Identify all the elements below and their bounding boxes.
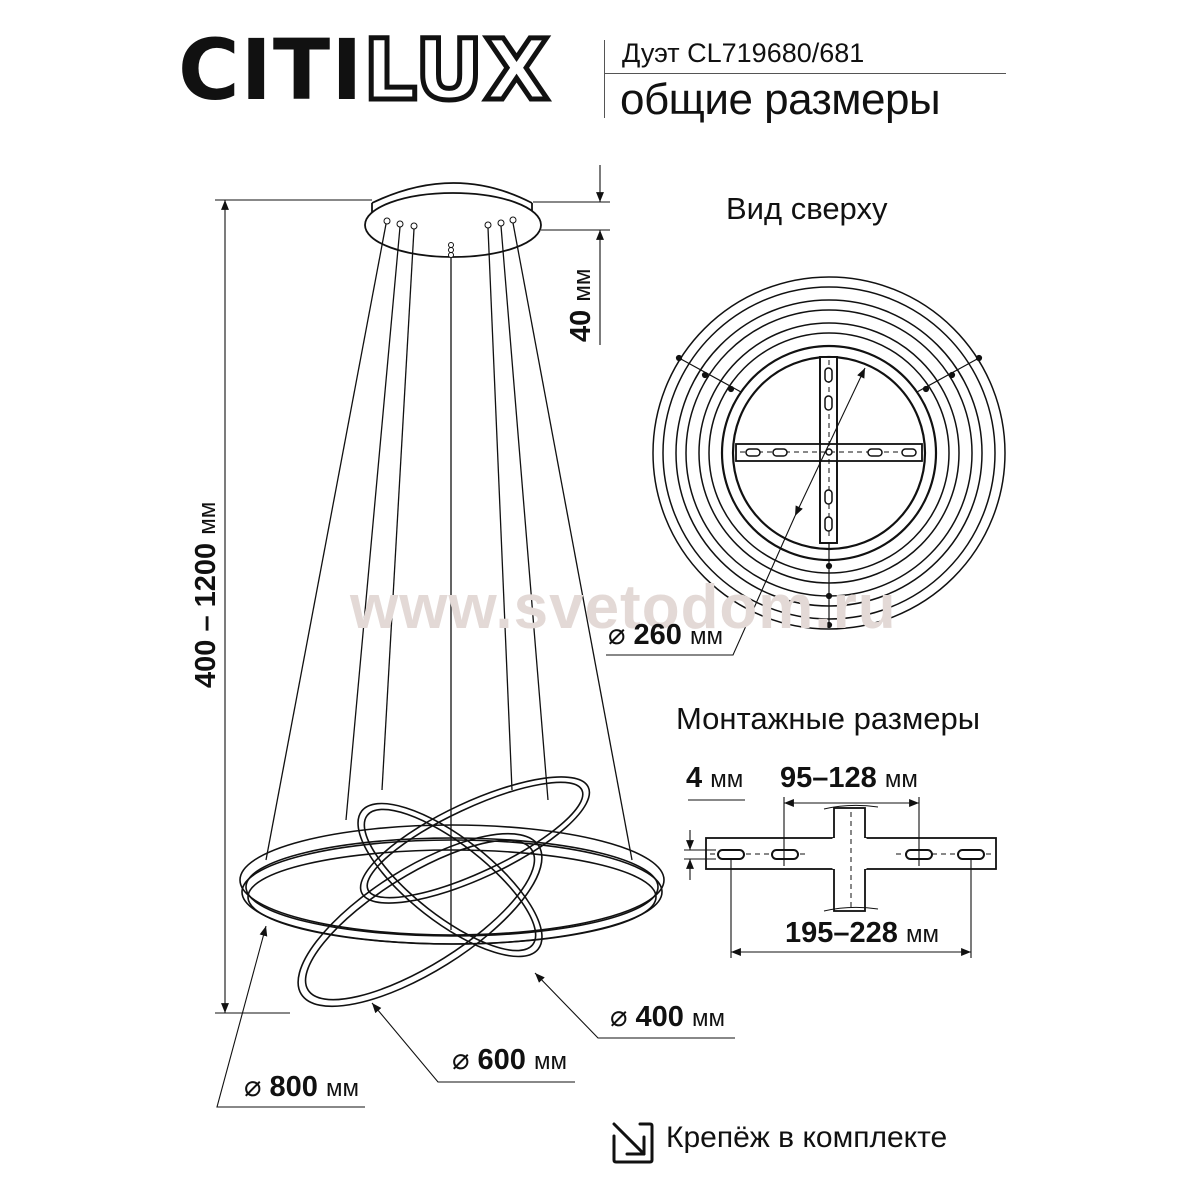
diameter-icon: ⌀ <box>608 619 626 651</box>
mounting-kit-included-text: Крепёж в комплекте <box>666 1121 948 1154</box>
top-view-diameter-dimension <box>606 367 866 656</box>
height-range-label: 400 – 1200 мм <box>190 501 222 688</box>
slot-width-unit: мм <box>710 766 744 793</box>
inner-spacing-label: 95–128 мм <box>780 764 918 793</box>
canopy-height-dimension <box>533 165 610 345</box>
ring-800-unit: мм <box>325 1075 359 1102</box>
ring-400-value: 400 <box>635 1001 684 1033</box>
diameter-icon: ⌀ <box>452 1044 470 1076</box>
ring-800-label: ⌀ 800 мм <box>244 1073 359 1102</box>
watermark: www.svetodom.ru <box>350 573 897 642</box>
model-name: Дуэт CL719680/681 <box>622 38 865 68</box>
ring-600-label: ⌀ 600 мм <box>452 1046 567 1075</box>
canopy-height-label: 40 мм <box>565 268 597 342</box>
slot-width-label: 4 мм <box>686 764 743 793</box>
brand-logo-solid: CITI <box>178 21 364 119</box>
ring-400-label: ⌀ 400 мм <box>610 1003 725 1032</box>
outer-spacing-unit: мм <box>905 921 939 948</box>
mounting-bracket <box>705 807 997 912</box>
ring-400-unit: мм <box>691 1005 725 1032</box>
inner-spacing-unit: мм <box>884 766 918 793</box>
canopy <box>364 182 542 258</box>
outer-spacing-value: 195–228 <box>785 917 898 949</box>
mounting-dimensions <box>684 797 972 958</box>
top-view-cable-points <box>675 354 983 629</box>
page-subtitle: общие размеры <box>620 75 941 124</box>
brand-logo: CITILUX <box>178 26 551 115</box>
ring-600-value: 600 <box>477 1044 526 1076</box>
ring-leaders <box>216 925 735 1108</box>
mounting-title: Монтажные размеры <box>676 701 981 736</box>
canopy-height-value: 40 <box>565 309 597 342</box>
top-view-title: Вид сверху <box>726 191 888 226</box>
height-dimension <box>215 199 372 1014</box>
ring-800-value: 800 <box>269 1071 318 1103</box>
suspension-cables <box>265 222 633 930</box>
ring-top-small <box>359 776 591 904</box>
height-range-unit: мм <box>194 501 221 535</box>
brand-logo-outline: LUX <box>361 21 552 119</box>
canopy-height-unit: мм <box>569 268 596 302</box>
outer-spacing-label: 195–228 мм <box>785 919 939 948</box>
top-view-diameter-label: ⌀ 260 мм <box>608 621 723 650</box>
height-range-value: 400 – 1200 <box>190 542 222 688</box>
diameter-icon: ⌀ <box>244 1071 262 1103</box>
top-view-diameter-value: 260 <box>633 619 682 651</box>
ring-600-unit: мм <box>533 1048 567 1075</box>
ring-800 <box>239 824 665 945</box>
diameter-icon: ⌀ <box>610 1001 628 1033</box>
arrow-down-right-box-icon <box>612 1122 654 1164</box>
inner-spacing-value: 95–128 <box>780 762 877 794</box>
header-divider-horizontal <box>604 73 1006 74</box>
slot-width-value: 4 <box>686 762 703 794</box>
header-divider-vertical <box>604 40 605 118</box>
mounting-slots <box>717 849 985 860</box>
ring-400 <box>357 802 543 958</box>
top-view-diameter-unit: мм <box>689 623 723 650</box>
